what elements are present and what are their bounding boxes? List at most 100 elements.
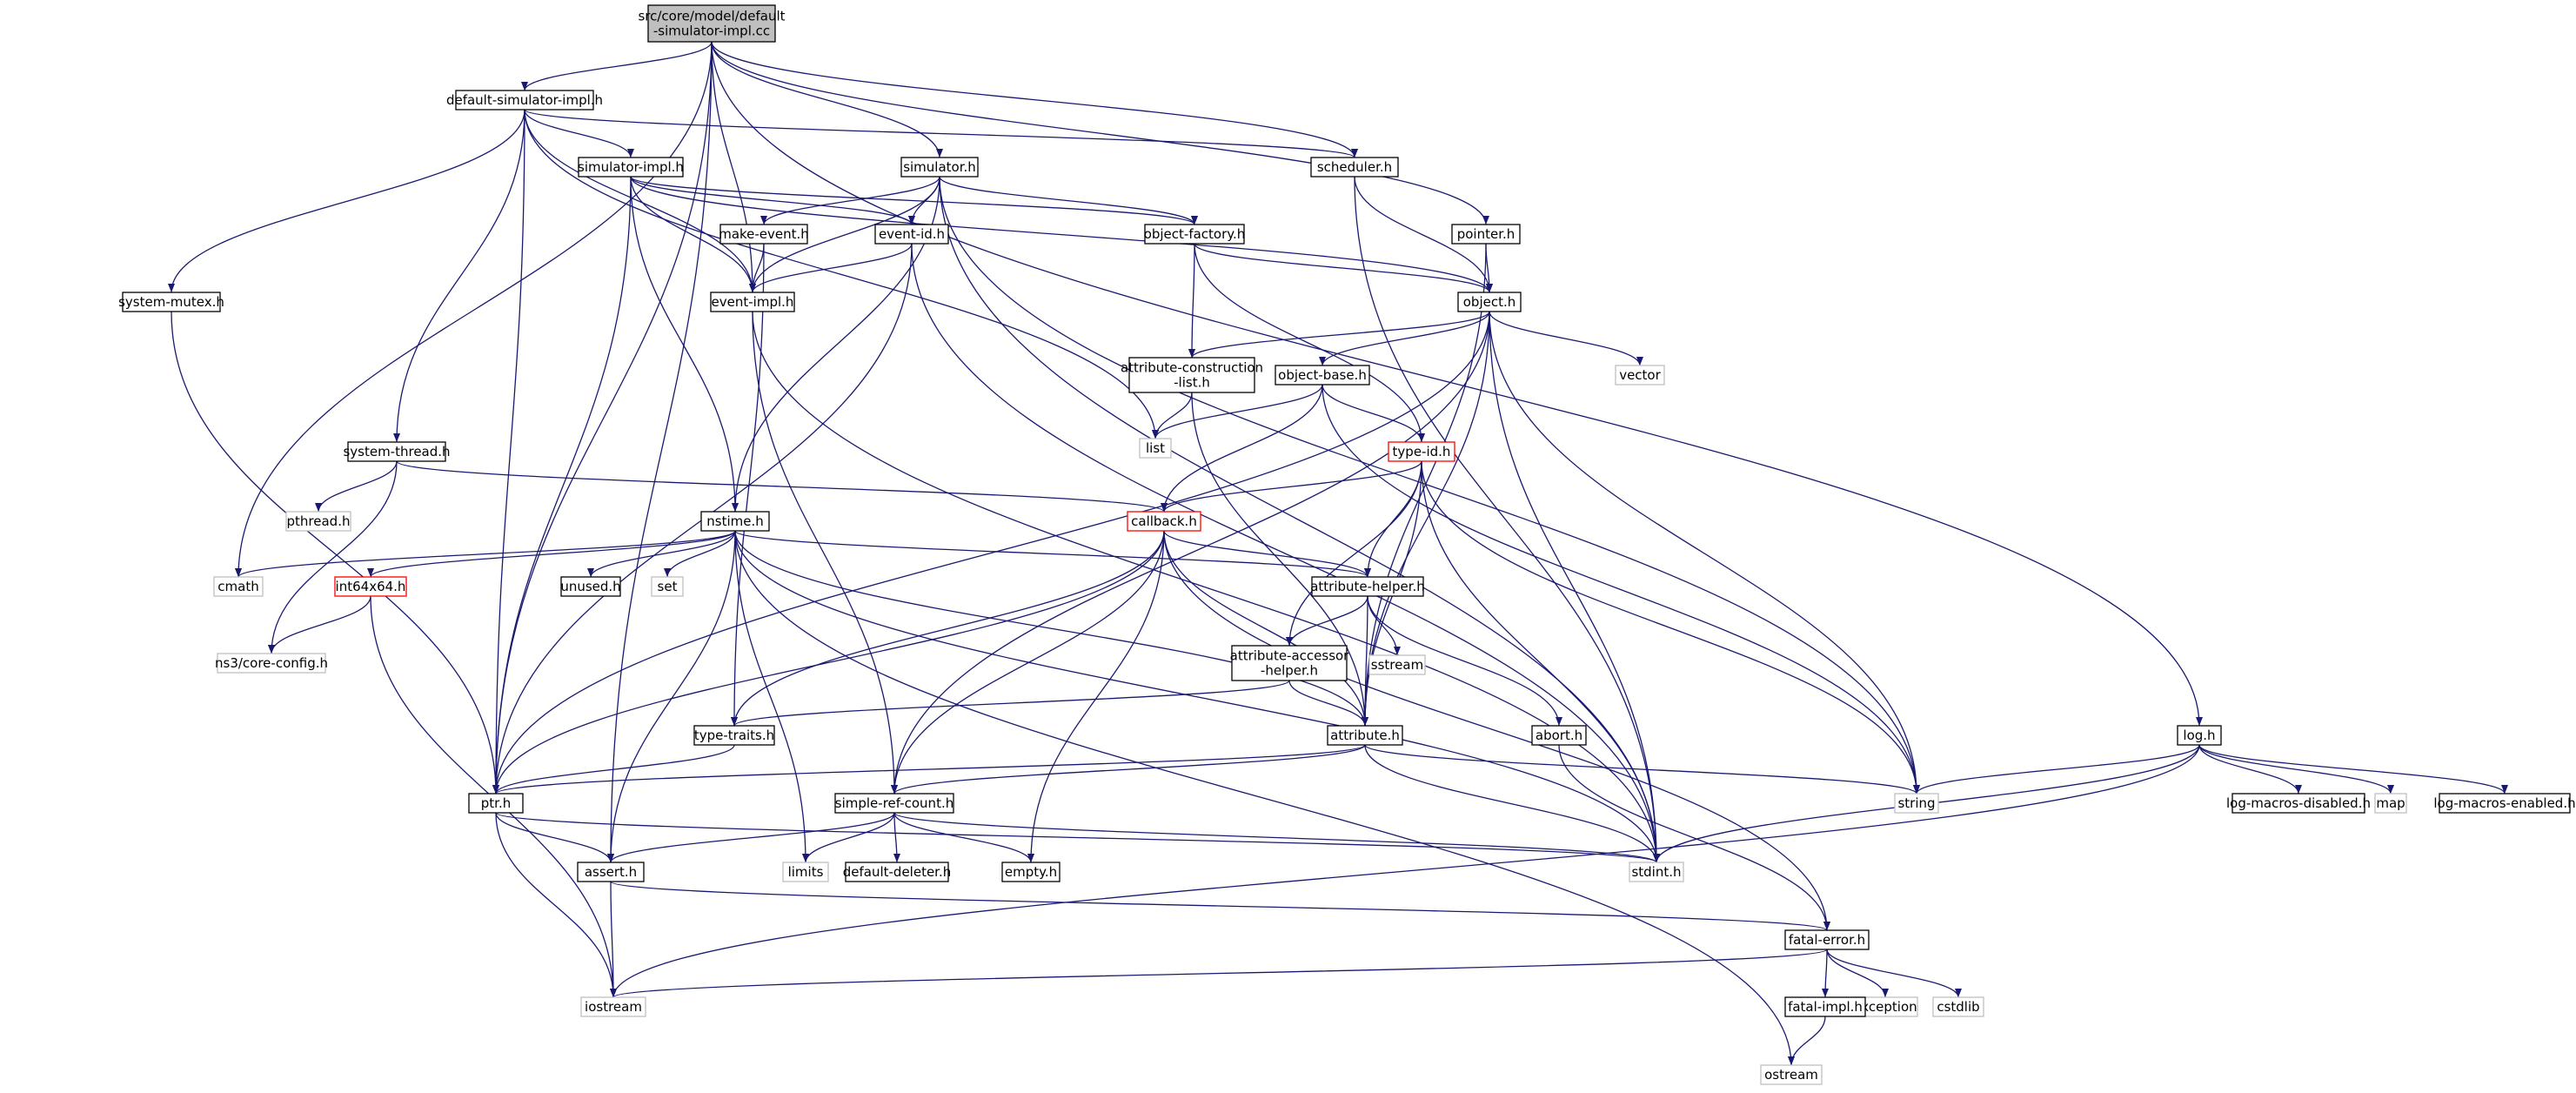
edge-root-to-ptr_h [492, 41, 713, 795]
node-attribute-h[interactable]: attribute.h [1327, 725, 1403, 746]
edge-callback_h-to-attribute_helper_h [1163, 530, 1371, 578]
edge-scheduler_h-to-stdint_h [1354, 176, 1660, 863]
node-make-event-h[interactable]: make-event.h [719, 224, 809, 245]
node-box [1932, 996, 1984, 1017]
node-label: callback.h [1131, 513, 1197, 529]
node-box [1001, 862, 1061, 882]
edge-event_id_h-to-event_impl_h [749, 243, 913, 293]
node-log-macros-enabled-h[interactable]: log-macros-enabled.h [2433, 793, 2576, 814]
node-fatal-impl-h[interactable]: fatal-impl.h [1784, 996, 1866, 1017]
node-root[interactable]: src/core/model/default-simulator-impl.cc [638, 4, 786, 43]
edge-nstime_h-to-assert_h [607, 530, 736, 863]
edge-nstime_h-to-attribute_h [734, 530, 1368, 727]
node-event-impl-h[interactable]: event-impl.h [710, 292, 795, 312]
node-nstime-h[interactable]: nstime.h [700, 511, 770, 532]
edge-attribute_h-to-string [1364, 744, 1920, 795]
edge-simple_ref_count_h-to-stdint_h [893, 812, 1660, 863]
node-label: fatal-impl.h [1788, 999, 1863, 1015]
node-box [334, 576, 407, 597]
node-label: event-id.h [879, 226, 945, 242]
node-box [2439, 793, 2571, 814]
node-ptr-h[interactable]: ptr.h [468, 793, 524, 814]
edge-nstime_h-to-cmath [235, 530, 736, 578]
node-type-id-h[interactable]: type-id.h [1388, 441, 1455, 462]
node-label: event-impl.h [712, 294, 794, 310]
node-label: iostream [585, 999, 642, 1015]
node-object-h[interactable]: object.h [1457, 292, 1522, 312]
node-label: sstream [1371, 657, 1423, 673]
node-box [874, 224, 949, 245]
node-callback-h[interactable]: callback.h [1127, 511, 1201, 532]
node-attribute-helper-h[interactable]: attribute-helper.h [1310, 576, 1425, 597]
node-int64x64-h[interactable]: int64x64.h [334, 576, 407, 597]
node-label: cstdlib [1937, 999, 1979, 1015]
node-log-h[interactable]: log.h [2177, 725, 2222, 746]
node-unused-h[interactable]: unused.h [560, 576, 621, 597]
node-box [217, 653, 326, 674]
node-label: log-macros-enabled.h [2433, 795, 2575, 811]
node-simulator-impl-h[interactable]: simulator-impl.h [578, 157, 684, 178]
node-system-thread-h[interactable]: system-thread.h [343, 441, 451, 462]
edge-simulator_h-to-stdint_h [939, 176, 1660, 863]
node-empty-h[interactable]: empty.h [1001, 862, 1061, 882]
edge-nstime_h-to-stdint_h [734, 530, 1660, 863]
node-type-traits-h[interactable]: type-traits.h [693, 725, 775, 746]
node-simple-ref-count-h[interactable]: simple-ref-count.h [834, 793, 954, 814]
edge-simulator_impl_h-to-ptr_h [492, 176, 632, 795]
node-limits: limits [782, 862, 829, 882]
edge-nstime_h-to-int64x64_h [367, 530, 736, 578]
node-box [845, 862, 949, 882]
node-default-deleter-h[interactable]: default-deleter.h [843, 862, 952, 882]
node-box [213, 576, 264, 597]
node-simulator-h[interactable]: simulator.h [900, 157, 979, 178]
node-box [834, 793, 954, 814]
node-box [651, 576, 684, 597]
node-system-mutex-h[interactable]: system-mutex.h [118, 292, 224, 312]
node-event-id-h[interactable]: event-id.h [874, 224, 949, 245]
edges-layer [168, 41, 2508, 1066]
node-label: pthread.h [287, 513, 351, 529]
edge-default_simulator_impl_h-to-scheduler_h [524, 109, 1358, 158]
node-box [1531, 725, 1587, 746]
edge-type_id_h-to-string [1421, 460, 1920, 795]
edge-system_thread_h-to-ns3_core_config_h [268, 460, 398, 654]
edge-callback_h-to-empty_h [1027, 530, 1165, 863]
node-scheduler-h[interactable]: scheduler.h [1310, 157, 1399, 178]
edge-log_h-to-iostream [610, 744, 2200, 998]
node-label: ns3/core-config.h [215, 655, 328, 671]
node-log-macros-disabled-h[interactable]: log-macros-disabled.h [2226, 793, 2371, 814]
node-label: map [2376, 795, 2405, 811]
edge-nstime_h-to-attribute_helper_h [734, 530, 1371, 578]
node-vector: vector [1615, 365, 1665, 386]
node-label: empty.h [1005, 864, 1057, 880]
edge-callback_h-to-attribute_h [1163, 530, 1368, 727]
node-label: limits [788, 864, 824, 880]
node-object-factory-h[interactable]: object-factory.h [1144, 224, 1246, 245]
node-assert-h[interactable]: assert.h [577, 862, 645, 882]
node-ns3-core-config-h: ns3/core-config.h [215, 653, 328, 674]
edge-system_thread_h-to-pthread_h [315, 460, 398, 513]
edge-attribute_h-to-ptr_h [492, 744, 1366, 795]
edge-root-to-cmath [235, 41, 713, 578]
node-box [1615, 365, 1665, 386]
edge-simulator_h-to-string [939, 176, 1920, 795]
node-label: src/core/model/default [638, 9, 785, 24]
node-abort-h[interactable]: abort.h [1531, 725, 1587, 746]
edge-scheduler_h-to-object_h [1354, 176, 1493, 293]
node-fatal-error-h[interactable]: fatal-error.h [1784, 929, 1870, 950]
edge-log_h-to-string [1913, 744, 2200, 795]
node-box [347, 441, 446, 462]
node-object-base-h[interactable]: object-base.h [1275, 365, 1370, 386]
node-box [1231, 645, 1348, 681]
node-label: make-event.h [719, 226, 809, 242]
edge-simulator_impl_h-to-object_factory_h [630, 176, 1198, 225]
node-box [1451, 224, 1521, 245]
node-pointer-h[interactable]: pointer.h [1451, 224, 1521, 245]
node-attr-accessor-helper-h[interactable]: attribute-accessor-helper.h [1230, 645, 1350, 681]
node-box [122, 292, 221, 312]
node-default-simulator-impl-h[interactable]: default-simulator-impl.h [446, 90, 603, 111]
node-string: string [1894, 793, 1939, 814]
edge-system_thread_h-to-callback_h [396, 460, 1168, 513]
node-attr-construction-list-h[interactable]: attribute-construction-list.h [1121, 357, 1263, 393]
node-label: default-deleter.h [843, 864, 952, 880]
